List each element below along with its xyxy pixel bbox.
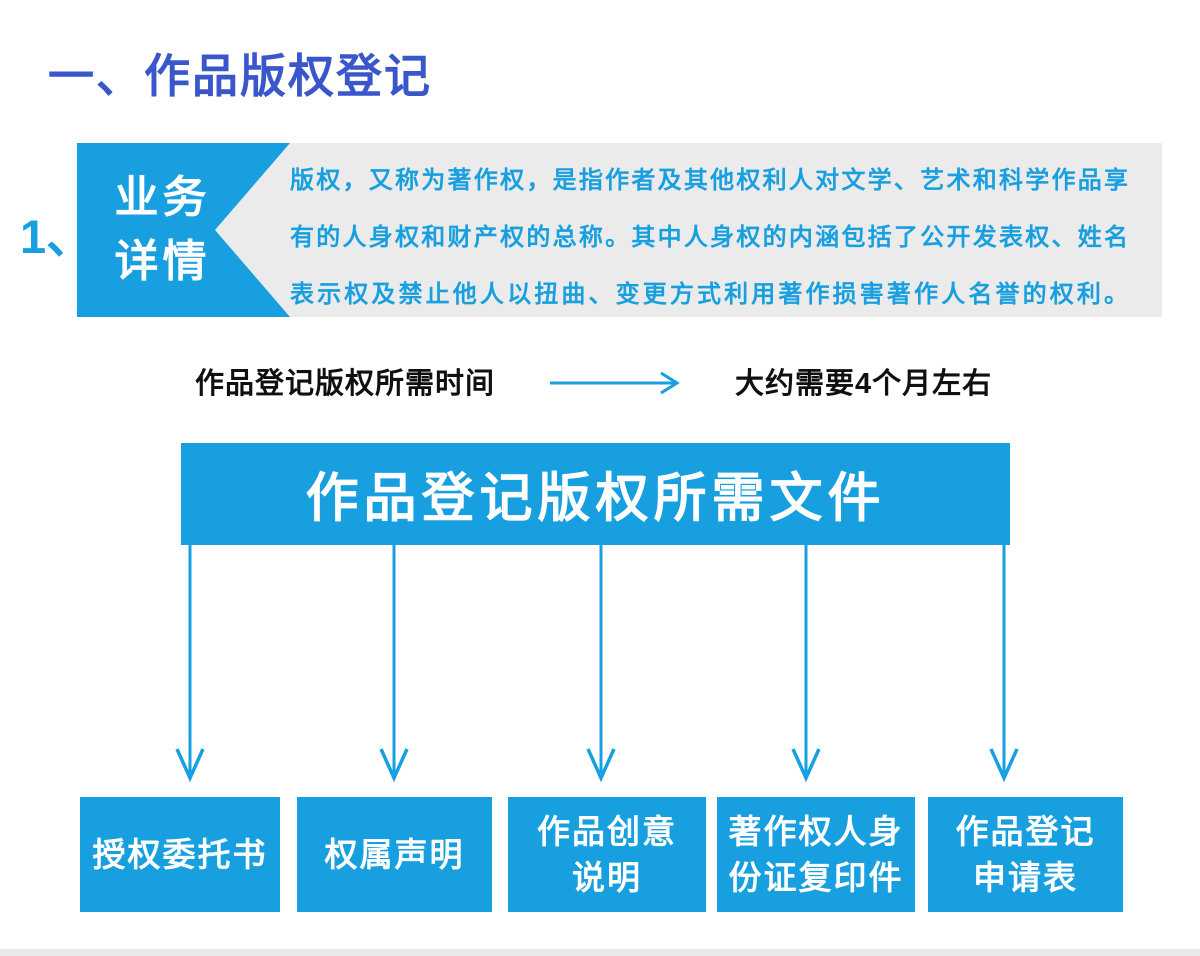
- document-box-id-copy: 著作权人身 份证复印件: [717, 797, 915, 912]
- document-label: 授权委托书: [92, 835, 268, 873]
- description-panel: 版权，又称为著作权，是指作者及其他权利人对文学、艺术和科学作品享 有的人身权和财…: [290, 143, 1162, 317]
- right-arrow-icon: [550, 371, 680, 395]
- down-arrow-icon: [175, 545, 205, 783]
- description-line: 版权，又称为著作权，是指作者及其他权利人对文学、艺术和科学作品享: [290, 167, 1128, 194]
- document-label: 作品创意 说明: [537, 812, 677, 896]
- document-label: 作品登记 申请表: [955, 812, 1096, 896]
- time-answer-label: 大约需要4个月左右: [735, 368, 993, 400]
- bottom-edge-strip: [0, 949, 1200, 956]
- business-details-label: 业务 详情: [114, 173, 211, 286]
- document-label: 著作权人身 份证复印件: [728, 812, 904, 896]
- description-line: 表示权及禁止他人以扭曲、变更方式利用著作损害著作人名誉的权利。: [290, 281, 1128, 308]
- document-box-authorization-letter: 授权委托书: [80, 797, 280, 912]
- document-box-creative-description: 作品创意 说明: [508, 797, 706, 912]
- down-arrow-icon: [586, 545, 616, 783]
- required-files-banner: 作品登记版权所需文件: [181, 443, 1010, 545]
- down-arrow-icon: [791, 545, 821, 783]
- down-arrow-icon: [989, 545, 1019, 783]
- section-heading: 一、作品版权登记: [48, 50, 432, 102]
- document-box-application-form: 作品登记 申请表: [928, 797, 1123, 912]
- document-box-ownership-statement: 权属声明: [297, 797, 492, 912]
- document-label: 权属声明: [324, 835, 465, 873]
- pointer-wedge: [215, 143, 290, 317]
- down-arrow-icon: [379, 545, 409, 783]
- time-question-label: 作品登记版权所需时间: [195, 368, 496, 400]
- description-line: 有的人身权和财产权的总称。其中人身权的内涵包括了公开发表权、姓名: [290, 224, 1128, 251]
